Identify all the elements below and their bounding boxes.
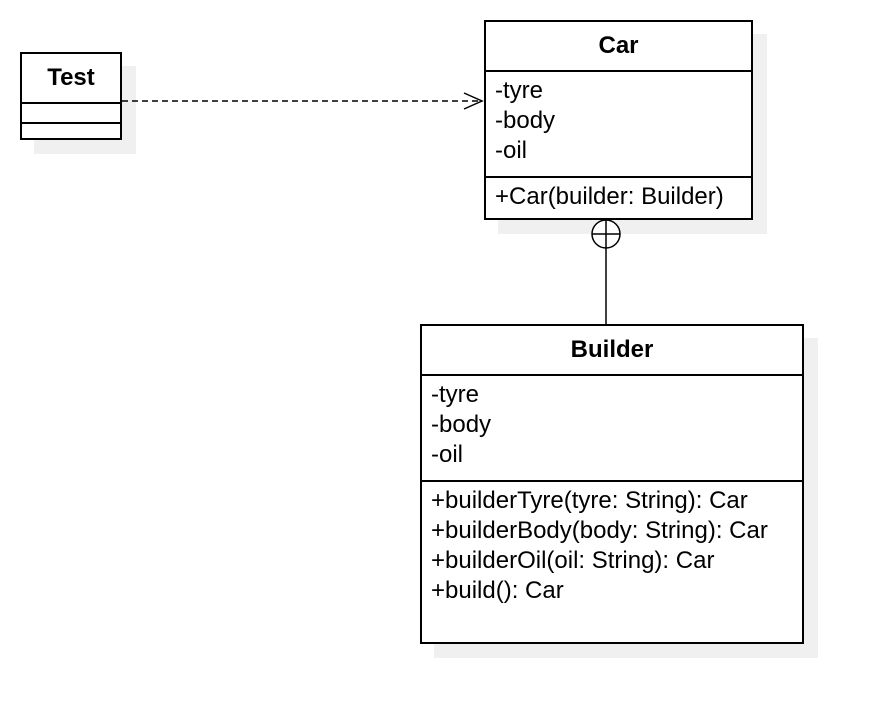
- car-attribute: -tyre: [495, 77, 543, 104]
- test-methods-section: [22, 124, 120, 138]
- car-method: +Car(builder: Builder): [495, 183, 724, 210]
- test-class-name: Test: [22, 54, 120, 104]
- car-methods-section: +Car(builder: Builder): [486, 178, 751, 212]
- builder-attribute: -body: [431, 411, 492, 438]
- dependency-arrowhead: [463, 92, 484, 110]
- builder-class-name: Builder: [422, 326, 802, 376]
- builder-attribute: -tyre: [431, 381, 479, 408]
- car-class[interactable]: Car -tyre -body -oil +Car(builder: Build…: [484, 20, 753, 220]
- builder-class[interactable]: Builder -tyre -body -oil +builderTyre(ty…: [420, 324, 804, 644]
- builder-method: +builderBody(body: String): Car: [431, 517, 768, 544]
- builder-method: +build(): Car: [431, 577, 564, 604]
- car-attributes-section: -tyre -body -oil: [486, 72, 751, 178]
- car-attribute: -body: [495, 107, 556, 134]
- test-class[interactable]: Test: [20, 52, 122, 140]
- builder-attribute: -oil: [431, 441, 464, 468]
- builder-method: +builderTyre(tyre: String): Car: [431, 487, 748, 514]
- builder-attributes-section: -tyre -body -oil: [422, 376, 802, 482]
- car-class-name: Car: [486, 22, 751, 72]
- builder-method: +builderOil(oil: String): Car: [431, 547, 715, 574]
- builder-methods-section: +builderTyre(tyre: String): Car +builder…: [422, 482, 802, 606]
- test-attributes-section: [22, 104, 120, 124]
- car-attribute: -oil: [495, 137, 528, 164]
